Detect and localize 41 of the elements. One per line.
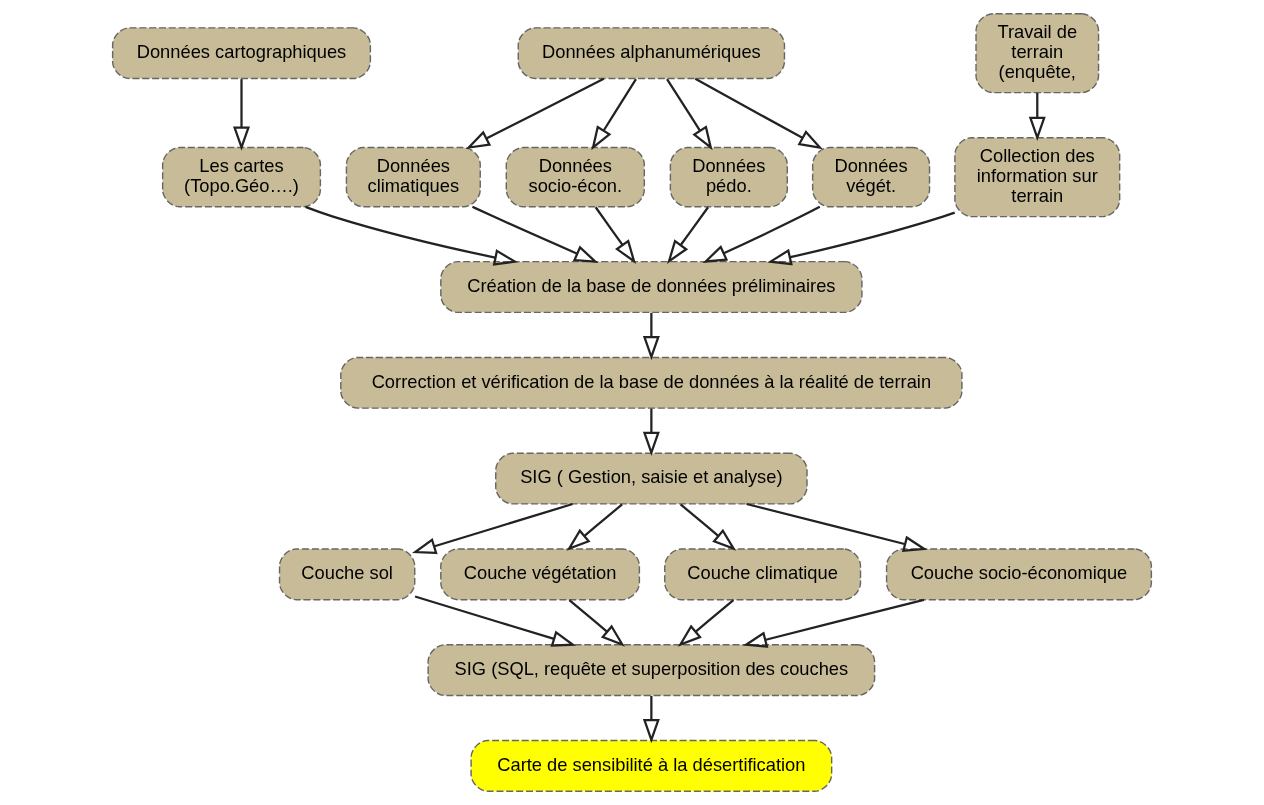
arrow [642, 695, 660, 744]
arrow [1028, 92, 1046, 142]
arrow [746, 502, 928, 553]
node-box: Couche climatique [664, 548, 862, 601]
arrow [642, 408, 660, 456]
node-box: Collection des information sur terrain [954, 137, 1121, 218]
node-box: Couche sol [278, 548, 416, 601]
arrow [465, 77, 605, 150]
node-box: Données végét. [811, 146, 931, 208]
arrow [742, 598, 925, 648]
arrow [667, 206, 709, 264]
arrow [642, 312, 660, 361]
node-box: Données cartographiques [111, 27, 372, 80]
arrow [594, 206, 636, 264]
node-box: Données socio-écon. [505, 146, 646, 208]
arrow [568, 599, 625, 647]
arrow [591, 78, 637, 151]
node-box: Travail de terrain (enquête, [975, 13, 1100, 94]
arrow [305, 205, 519, 266]
node-box: Correction et vérification de la base de données à la réalité de terrain [340, 356, 963, 409]
arrow [471, 205, 599, 263]
arrow [414, 595, 577, 647]
arrow [679, 503, 737, 551]
arrow [694, 77, 823, 150]
node-box: SIG (SQL, requête et superposition des couches [427, 644, 876, 697]
arrow [233, 79, 250, 151]
node-box: Couche végétation [440, 548, 641, 601]
node-box: Données climatiques [345, 146, 481, 208]
arrow [411, 502, 573, 555]
arrow [566, 503, 623, 551]
node-box: Données pédo. [669, 146, 788, 208]
node-box: Création de la base de données préliminaires [440, 260, 863, 314]
node-box: Couche socio-économique [885, 548, 1153, 601]
arrow [666, 78, 713, 151]
node-box: Les cartes (Topo.Géo….) [161, 146, 322, 208]
node-box: SIG ( Gestion, saisie et analyse) [495, 452, 808, 505]
arrow [702, 205, 821, 263]
node-box: Données alphanumériques [517, 27, 786, 80]
arrow [767, 211, 956, 266]
node-box: Carte de sensibilité à la désertification [470, 739, 833, 792]
arrow [677, 599, 735, 647]
